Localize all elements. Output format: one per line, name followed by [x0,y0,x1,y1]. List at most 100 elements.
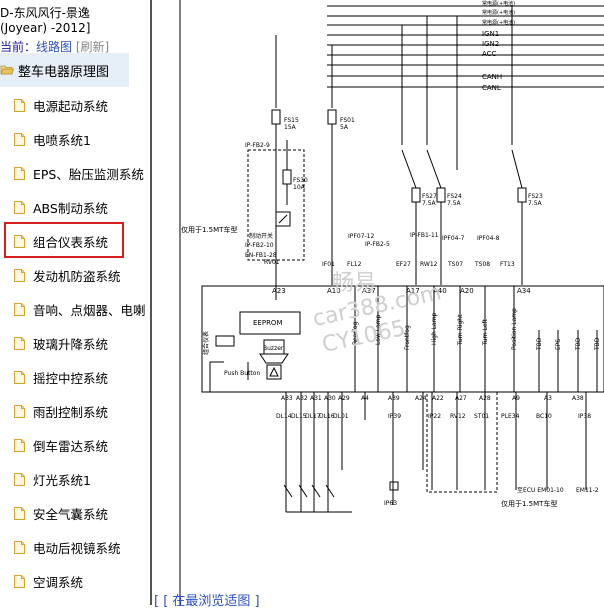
wire-ip39: IP39 [388,413,401,420]
wire-dl16: DL16 [319,413,335,420]
lamp-turn-left: Turn Left [482,318,489,346]
connector-ipf07-12: IPF07-12 [348,233,374,240]
document-icon [14,540,25,554]
pin-a3: A3 [544,395,552,402]
pin-a23: A23 [272,287,286,295]
lamp-frontfog: Frontfog [404,325,411,350]
full-view-link[interactable]: [ [ 在最浏览适图 ] [154,594,260,609]
refresh-link[interactable]: [刷新] [75,40,110,54]
tree-item[interactable]: 倒车雷达系统 [0,428,150,462]
tree-item[interactable]: 电源起动系统 [0,88,150,122]
bottom-num-3: RW12 [420,261,438,268]
pin-a17: A17 [406,287,420,295]
tree-item[interactable]: EPS、胎压监测系统 [0,156,150,190]
fuse-fs01-rating: 5A [340,124,349,131]
ems-label: EM11-2 [576,487,599,494]
document-icon [14,132,25,146]
connector-en-fb1-28: EN-FB1-28 [245,252,277,259]
tree-item[interactable]: 玻璃升降系统 [0,326,150,360]
pin-a32: A32 [296,395,308,402]
tree-item[interactable]: 安全气囊系统 [0,496,150,530]
pin-a4: A4 [361,395,369,402]
mt-note-bottom: 仅用于1.5MT车型 [501,499,557,508]
tree-item[interactable]: 雨刮控制系统 [0,394,150,428]
model-title: D-东风风行-景逸 [0,6,90,20]
pin-a20: A20 [460,287,474,295]
tree-item-label: 雨刮控制系统 [33,404,109,420]
tree-item-label: EPS、胎压监测系统 [33,166,144,182]
pin-a29: A29 [338,395,350,402]
tree-root-item[interactable]: 整车电器原理图 [0,53,129,87]
pin-a38: A38 [572,395,584,402]
bus-label-acc: ACC [482,50,497,58]
bus-label-ign2: IGN2 [482,40,499,48]
tree-item-label: 空调系统 [33,574,84,590]
fuse-fs24-name: FS24 [447,193,462,200]
tree-item[interactable]: 空调系统 [0,564,150,598]
wire-dl17: DL17 [305,413,321,420]
tree-item-label: 电喷系统1 [33,132,91,148]
document-icon [14,370,25,384]
tree-item[interactable]: 发动机防盗系统 [0,258,150,292]
connector-ip-fb2-9: IP-FB2-9 [245,142,270,149]
document-icon [14,302,25,316]
connector-ip-fb2-10: IP-FB2-10 [245,242,274,249]
tree-item-label: ABS制动系统 [33,200,108,216]
model-year: (Joyear) -2012] [0,21,91,35]
fuse-fs27-rating: 7.5A [422,200,437,207]
pin-a30: A30 [324,395,336,402]
document-icon [14,472,25,486]
tree-item-label: 电动后视镜系统 [33,540,121,556]
pin-a40: A40 [433,287,447,295]
tree-item-label: 电源起动系统 [33,98,109,114]
bottom-num-4: TS07 [447,261,463,268]
tree-item-label: 灯光系统1 [33,472,91,488]
tree-item-label: 组合仪表系统 [33,234,109,250]
panel-divider[interactable] [150,0,152,605]
wire-ip22: IP22 [428,413,441,420]
tree-item[interactable]: 灯光系统1 [0,462,150,496]
document-icon [14,506,25,520]
fuse-fs24-rating: 7.5A [447,200,462,207]
document-icon [14,438,25,452]
tree-item[interactable]: ABS制动系统 [0,190,150,224]
lamp-eps: EPS [555,339,562,350]
wire-ple34: PLE34 [501,413,520,420]
bus-label-canh: CANH [482,73,502,81]
tree-item-label: 音响、点烟器、电喇 [33,302,146,318]
watermark-top: 畅易 [332,271,376,296]
bus-top-note-3: 常电源(+电池) [482,19,515,26]
mt-note: 仅用于1.5MT车型 [181,225,237,234]
tree-item[interactable]: 电动后视镜系统 [0,530,150,564]
bus-top-note-1: 常电源(+电池) [482,0,515,7]
buzzer-label: Buzzer [263,345,284,352]
folder-open-icon [0,65,14,75]
tree-item[interactable]: 组合仪表系统 [0,224,150,258]
fuse-fs27-name: FS27 [422,193,437,200]
bottom-num-2: EF27 [396,261,411,268]
breadcrumb-current-link[interactable]: 线路图 [36,40,73,54]
bus-top-note-2: 常电源(+电池) [482,9,515,16]
fuse-fs15-rating: 15A [284,124,297,131]
tree-item[interactable]: 音响、点烟器、电喇 [0,292,150,326]
tree-item-label: 倒车雷达系统 [33,438,109,454]
document-icon [14,166,25,180]
tree-root-label: 整车电器原理图 [18,64,110,80]
tree-item-label: 玻璃升降系统 [33,336,109,352]
lamp-low: Low Lamp [375,314,382,345]
fuse-fs23-name: FS23 [528,193,543,200]
bottom-num-5: TS08 [474,261,490,268]
pin-a34: A34 [517,287,531,295]
fuse-fs30-rating: 10A [293,184,306,191]
lamp-tbd-2: TBD [575,337,582,351]
rv01-label: RV01 [264,259,280,266]
document-icon [14,200,25,214]
tree-item[interactable]: 摇控中控系统 [0,360,150,394]
breadcrumb: 当前：线路图 [刷新] [0,40,109,54]
tree-item[interactable]: 电喷系统1 [0,122,150,156]
pin-a37: A37 [362,287,376,295]
lamp-high: High Lamp [431,312,438,345]
fuse-fs30-name: FS30 [293,177,308,184]
lamp-position: Position Lamp [511,308,518,350]
document-icon [14,336,25,350]
